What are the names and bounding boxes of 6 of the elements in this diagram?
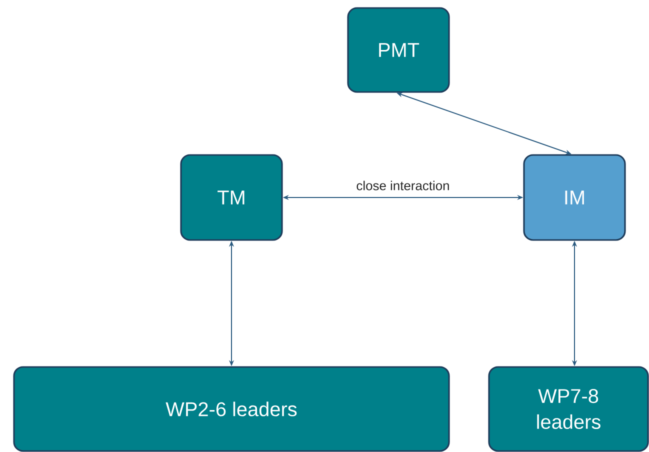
- process-box: PMT: [347, 7, 450, 93]
- process-box: IM: [523, 154, 626, 241]
- edge-label: close interaction: [355, 180, 451, 192]
- process-box: TM: [180, 154, 283, 241]
- process-box: WP2-6 leaders: [13, 366, 450, 452]
- process-box: WP7-8 leaders: [488, 366, 649, 452]
